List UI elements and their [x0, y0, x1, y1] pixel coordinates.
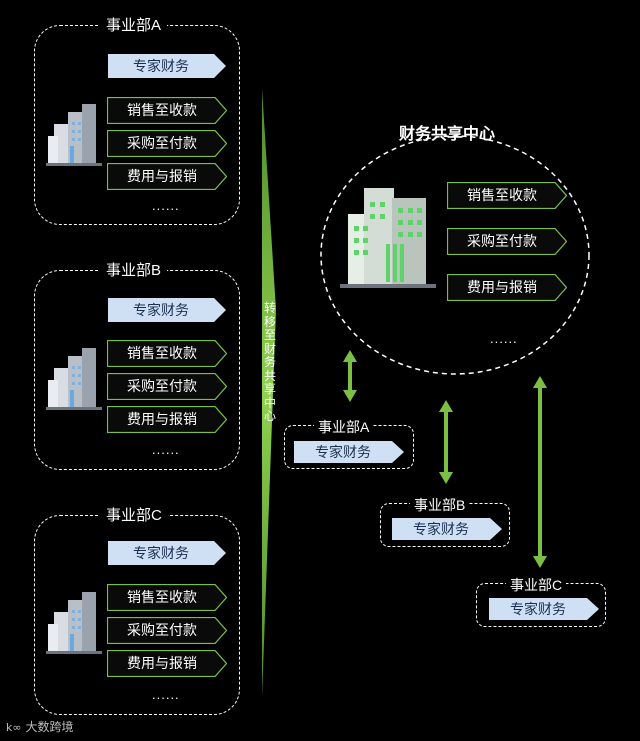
shared-center-more: ...... [490, 331, 518, 346]
watermark: k∞大数跨境 [6, 718, 74, 735]
watermark-text: 大数跨境 [25, 720, 74, 734]
left-unit-b-more: ...... [152, 442, 180, 457]
left-unit-c-process-1: 销售至收款 [107, 584, 227, 611]
left-unit-c-expert-tag: 专家财务 [108, 541, 226, 565]
left-unit-a-more: ...... [152, 198, 180, 213]
shared-center-circle [320, 135, 590, 375]
transfer-arrow-label: 转移至财务共享中心 [263, 301, 276, 423]
left-unit-a-process-2: 采购至付款 [107, 130, 227, 157]
left-unit-a-title: 事业部A [100, 17, 168, 35]
left-unit-a-expert-tag: 专家财务 [108, 54, 226, 78]
green-building-icon [340, 184, 438, 297]
link-arrow-b [439, 400, 453, 484]
right-unit-a-expert-tag: 专家财务 [294, 441, 404, 463]
left-unit-b-process-2: 采购至付款 [107, 373, 227, 400]
building-icon [44, 102, 104, 173]
transfer-arrow-shape [262, 88, 276, 698]
left-unit-a-process-3: 费用与报销 [107, 163, 227, 190]
left-unit-b-title: 事业部B [100, 262, 168, 280]
left-unit-c-process-2: 采购至付款 [107, 617, 227, 644]
shared-center-process-2: 采购至付款 [447, 228, 567, 255]
watermark-logo: k∞ [6, 721, 22, 734]
right-unit-b-title: 事业部B [410, 495, 470, 515]
right-unit-c-expert-tag: 专家财务 [489, 598, 599, 620]
left-unit-b-process-1: 销售至收款 [107, 340, 227, 367]
link-arrow-c [533, 376, 547, 568]
shared-center-process-1: 销售至收款 [447, 182, 567, 209]
left-unit-c-process-3: 费用与报销 [107, 650, 227, 677]
left-unit-b-expert-tag: 专家财务 [108, 298, 226, 322]
right-unit-a-title: 事业部A [314, 417, 374, 437]
link-arrow-a [343, 350, 357, 402]
right-unit-b-expert-tag: 专家财务 [392, 518, 502, 540]
left-unit-b-process-3: 费用与报销 [107, 406, 227, 433]
right-unit-c-title: 事业部C [506, 575, 567, 595]
left-unit-a-process-1: 销售至收款 [107, 97, 227, 124]
shared-center-title: 财务共享中心 [399, 126, 496, 143]
left-unit-c-more: ...... [152, 687, 180, 702]
shared-center-process-3: 费用与报销 [447, 274, 567, 301]
left-unit-c-title: 事业部C [100, 507, 168, 525]
building-icon [44, 590, 104, 661]
building-icon [44, 346, 104, 417]
